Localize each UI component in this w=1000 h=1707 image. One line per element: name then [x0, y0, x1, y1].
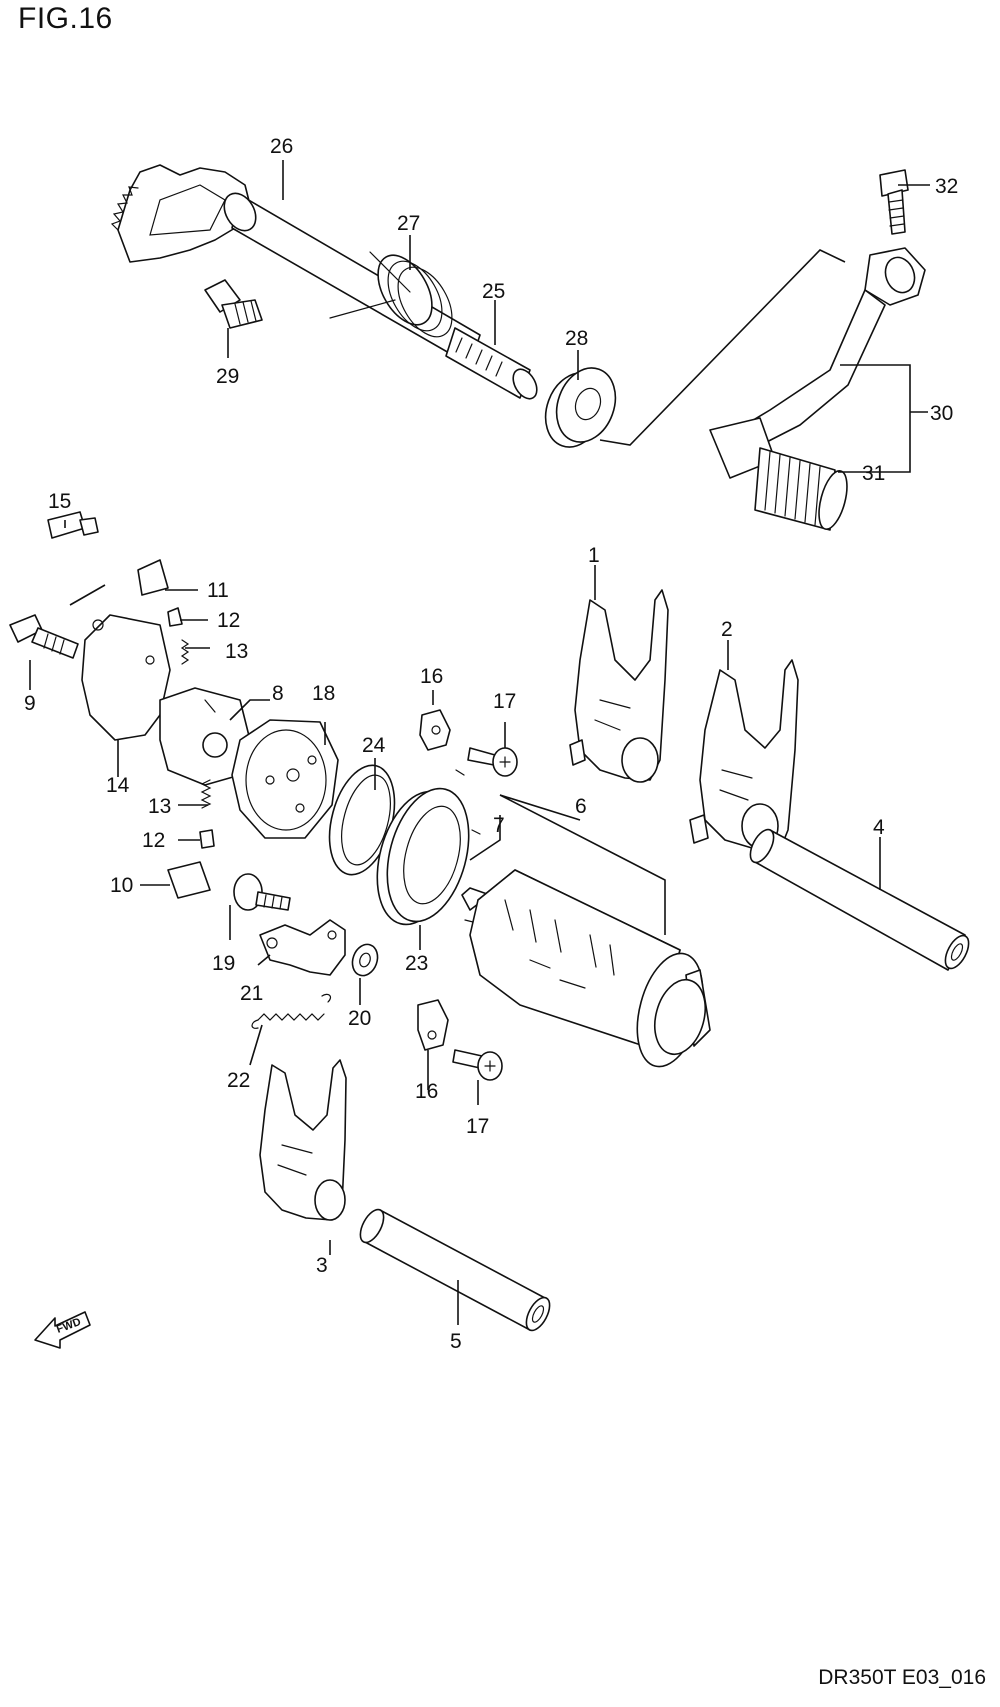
callout-19: 19 [212, 952, 235, 975]
callout-25: 25 [482, 280, 505, 303]
callout-22: 22 [227, 1069, 250, 1092]
callout-12b: 12 [142, 829, 165, 852]
diagram-code: DR350T E03_016 [818, 1666, 986, 1689]
callout-17b: 17 [466, 1115, 489, 1138]
plate-and-screw-lower [417, 999, 503, 1081]
callout-29: 29 [216, 365, 239, 388]
callout-13b: 13 [148, 795, 171, 818]
shift-fork-1 [569, 589, 669, 783]
callout-2: 2 [721, 618, 733, 641]
gearshift-lever [709, 169, 926, 531]
callout-11: 11 [207, 579, 229, 602]
callout-16b: 16 [415, 1080, 438, 1103]
callout-26: 26 [270, 135, 293, 158]
callout-23: 23 [405, 952, 428, 975]
shift-cam [461, 869, 711, 1068]
callout-24: 24 [362, 734, 386, 757]
callout-13a: 13 [225, 640, 248, 663]
cam-guide-18 [231, 719, 339, 839]
callout-17a: 17 [493, 690, 516, 713]
callout-6: 6 [575, 795, 587, 818]
leader-lines [29, 160, 930, 1325]
callout-27: 27 [397, 212, 420, 235]
callout-18: 18 [312, 682, 335, 705]
oil-seal-28 [544, 367, 617, 448]
callout-15: 15 [48, 490, 71, 513]
callout-12a: 12 [217, 609, 240, 632]
callout-1: 1 [588, 544, 600, 567]
gearshift-shaft [110, 164, 538, 400]
callout-32: 32 [935, 175, 958, 198]
callout-5: 5 [450, 1330, 462, 1353]
fork-shaft-4 [749, 828, 970, 971]
callout-3: 3 [316, 1254, 328, 1277]
shift-fork-2 [689, 659, 799, 851]
callout-20: 20 [348, 1007, 371, 1030]
bolt-29 [204, 279, 263, 329]
callout-8: 8 [272, 682, 284, 705]
return-spring [329, 251, 453, 338]
fork-shaft-5 [359, 1208, 551, 1332]
figure-title: FIG.16 [18, 2, 113, 35]
callout-9: 9 [24, 692, 36, 715]
shift-fork-3 [259, 1059, 347, 1221]
callout-16a: 16 [420, 665, 443, 688]
callout-labels: 26 27 25 28 29 32 30 31 1 2 4 6 7 15 11 … [24, 135, 958, 1353]
callout-14: 14 [106, 774, 130, 797]
pawl-lifter-parts [233, 873, 379, 1029]
callout-31: 31 [862, 462, 885, 485]
forward-arrow: FWD [34, 1311, 91, 1349]
assembly-line [599, 249, 846, 446]
callout-30: 30 [930, 402, 953, 425]
callout-21: 21 [240, 982, 263, 1005]
plate-and-screw-upper [419, 709, 518, 777]
callout-7: 7 [493, 814, 505, 837]
cam-stopper-assembly [9, 511, 251, 899]
callout-10: 10 [110, 874, 133, 897]
callout-28: 28 [565, 327, 588, 350]
callout-4: 4 [873, 816, 885, 839]
bearing-parts [328, 764, 481, 926]
